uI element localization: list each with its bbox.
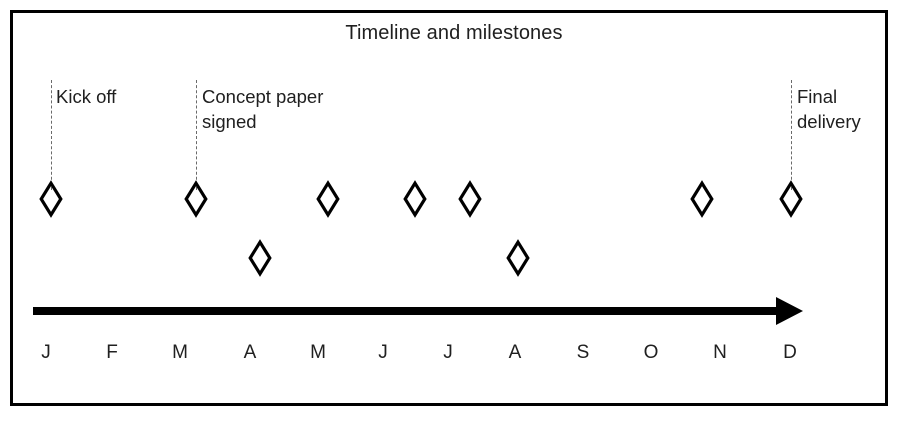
month-label-5: J <box>378 342 388 363</box>
annotation-label-final-delivery: Final delivery <box>797 86 861 132</box>
page-title: Timeline and milestones <box>345 22 563 44</box>
month-label-0: J <box>41 342 51 363</box>
month-label-2: M <box>172 342 188 363</box>
month-label-9: O <box>643 342 659 363</box>
month-label-4: M <box>310 342 326 363</box>
diagram-border <box>10 10 888 406</box>
month-label-7: A <box>508 342 522 363</box>
month-label-8: S <box>576 342 590 363</box>
month-label-10: N <box>713 342 727 363</box>
leader-line-kick-off <box>51 80 52 190</box>
month-label-1: F <box>106 342 118 363</box>
month-label-6: J <box>443 342 453 363</box>
month-label-11: D <box>783 342 797 363</box>
timeline-arrow <box>28 292 808 330</box>
annotation-label-concept-paper: Concept paper signed <box>202 86 324 132</box>
month-label-3: A <box>243 342 257 363</box>
leader-line-final-delivery <box>791 80 792 190</box>
annotation-label-kick-off: Kick off <box>56 86 117 107</box>
leader-line-concept-paper <box>196 80 197 190</box>
